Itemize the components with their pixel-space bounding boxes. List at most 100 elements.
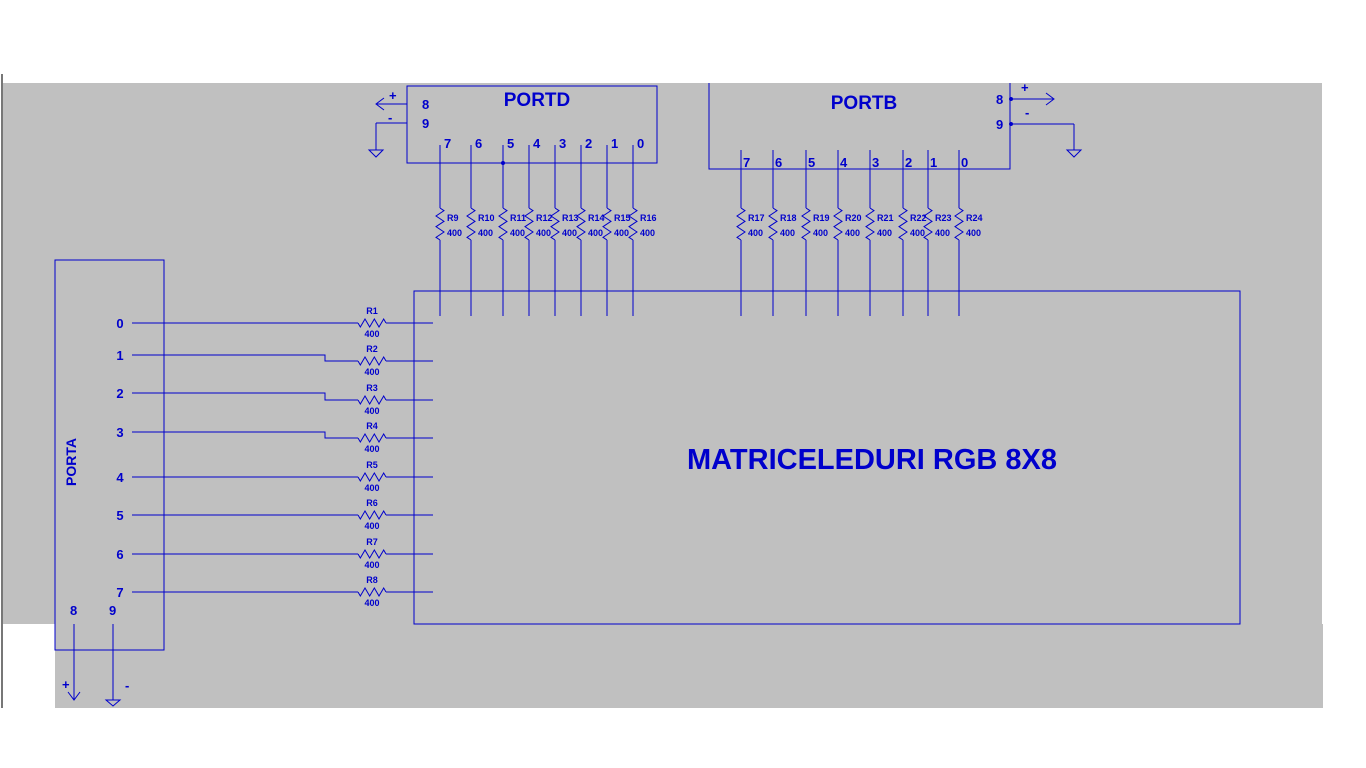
resistor-r16-value: 400 <box>640 228 655 238</box>
resistor-r23-name: R23 <box>935 213 952 223</box>
portb-minus: - <box>1025 105 1029 120</box>
resistor-r17-name: R17 <box>748 213 765 223</box>
portd-resistors: R9400R10400R11400R12400R13400R14400R1540… <box>435 145 657 316</box>
resistor-r13-name: R13 <box>562 213 579 223</box>
resistor-r9-name: R9 <box>447 213 459 223</box>
resistor-r20-value: 400 <box>845 228 860 238</box>
resistor-r24-name: R24 <box>966 213 983 223</box>
resistor-r12 <box>524 207 534 241</box>
portd-pin-5: 5 <box>507 136 514 151</box>
portb-pin-8: 8 <box>996 92 1003 107</box>
portb-pin-0: 0 <box>961 155 968 170</box>
porta-pin-1: 1 <box>116 348 123 363</box>
resistor-r22-name: R22 <box>910 213 927 223</box>
portd-pin-6: 6 <box>475 136 482 151</box>
portd-label: PORTD <box>504 90 571 111</box>
resistor-r19-value: 400 <box>813 228 828 238</box>
resistor-r14-value: 400 <box>588 228 603 238</box>
resistor-r24 <box>954 207 964 241</box>
portb-pin-7: 7 <box>743 155 750 170</box>
resistor-r5-name: R5 <box>366 460 378 470</box>
resistor-r13 <box>550 207 560 241</box>
resistor-r20-name: R20 <box>845 213 862 223</box>
resistor-r2-name: R2 <box>366 344 378 354</box>
porta-pin-5: 5 <box>116 508 123 523</box>
resistor-r10 <box>466 207 476 241</box>
resistor-r22 <box>898 207 908 241</box>
portd-pin-2: 2 <box>585 136 592 151</box>
resistor-r12-value: 400 <box>536 228 551 238</box>
resistor-r10-value: 400 <box>478 228 493 238</box>
resistor-r4-name: R4 <box>366 421 378 431</box>
resistor-r17-value: 400 <box>748 228 763 238</box>
porta-plus: + <box>62 677 70 692</box>
porta-pin-4: 4 <box>116 470 124 485</box>
portb-label: PORTB <box>831 93 898 114</box>
resistor-r4-value: 400 <box>364 444 379 454</box>
porta-label: PORTA <box>63 438 79 486</box>
resistor-r21 <box>865 207 875 241</box>
resistor-r5 <box>357 472 387 482</box>
led-matrix-label: MATRICELEDURI RGB 8X8 <box>687 444 1057 476</box>
portd-pin-1: 1 <box>611 136 618 151</box>
resistor-r9 <box>435 207 445 241</box>
portb-box <box>708 83 1011 170</box>
resistor-r2 <box>357 356 387 366</box>
portd-pin-8: 8 <box>422 97 429 112</box>
porta-pin-6: 6 <box>116 547 123 562</box>
porta-pin-2: 2 <box>116 386 123 401</box>
resistor-r11-name: R11 <box>510 213 526 223</box>
portd-ground-icon <box>367 149 385 158</box>
portd-pin-7: 7 <box>444 136 451 151</box>
portb-pin-1: 1 <box>930 155 937 170</box>
portd-plus: + <box>389 88 397 103</box>
portb-pin-4: 4 <box>840 155 848 170</box>
resistor-r12-name: R12 <box>536 213 553 223</box>
porta-box <box>54 259 165 651</box>
resistor-r3-value: 400 <box>364 406 379 416</box>
porta-pin-3: 3 <box>116 425 123 440</box>
resistor-r15-value: 400 <box>614 228 629 238</box>
resistor-r6-name: R6 <box>366 498 378 508</box>
portb-resistors: R17400R18400R19400R20400R21400R22400R234… <box>736 150 983 316</box>
portd-pin-4: 4 <box>533 136 541 151</box>
resistor-r19 <box>801 207 811 241</box>
resistor-r19-name: R19 <box>813 213 830 223</box>
portb-pin-5: 5 <box>808 155 815 170</box>
portb-pin-3: 3 <box>872 155 879 170</box>
portd-pin-3: 3 <box>559 136 566 151</box>
porta-pin-8: 8 <box>70 603 77 618</box>
resistor-r24-value: 400 <box>966 228 981 238</box>
canvas-area <box>3 83 1322 624</box>
resistor-r11-value: 400 <box>510 228 525 238</box>
porta-pin-9: 9 <box>109 603 116 618</box>
porta-minus: - <box>125 678 129 693</box>
resistor-r14 <box>576 207 586 241</box>
led-matrix-block: MATRICELEDURI RGB 8X8 <box>413 290 1241 625</box>
resistor-r3 <box>357 395 387 405</box>
resistor-r20 <box>833 207 843 241</box>
canvas-area-bottom <box>55 624 1323 708</box>
resistor-r1-value: 400 <box>364 329 379 339</box>
resistor-r15-name: R15 <box>614 213 631 223</box>
resistor-r2-value: 400 <box>364 367 379 377</box>
resistor-r6-value: 400 <box>364 521 379 531</box>
portb-pin-9: 9 <box>996 117 1003 132</box>
resistor-r15 <box>602 207 612 241</box>
porta-ground-icon <box>104 699 122 707</box>
resistor-r8 <box>357 587 387 597</box>
resistor-r18 <box>768 207 778 241</box>
resistor-r10-name: R10 <box>478 213 495 223</box>
resistor-r4 <box>357 433 387 443</box>
resistor-r18-value: 400 <box>780 228 795 238</box>
resistor-r7-name: R7 <box>366 537 378 547</box>
resistor-r8-value: 400 <box>364 598 379 608</box>
resistor-r3-name: R3 <box>366 383 378 393</box>
